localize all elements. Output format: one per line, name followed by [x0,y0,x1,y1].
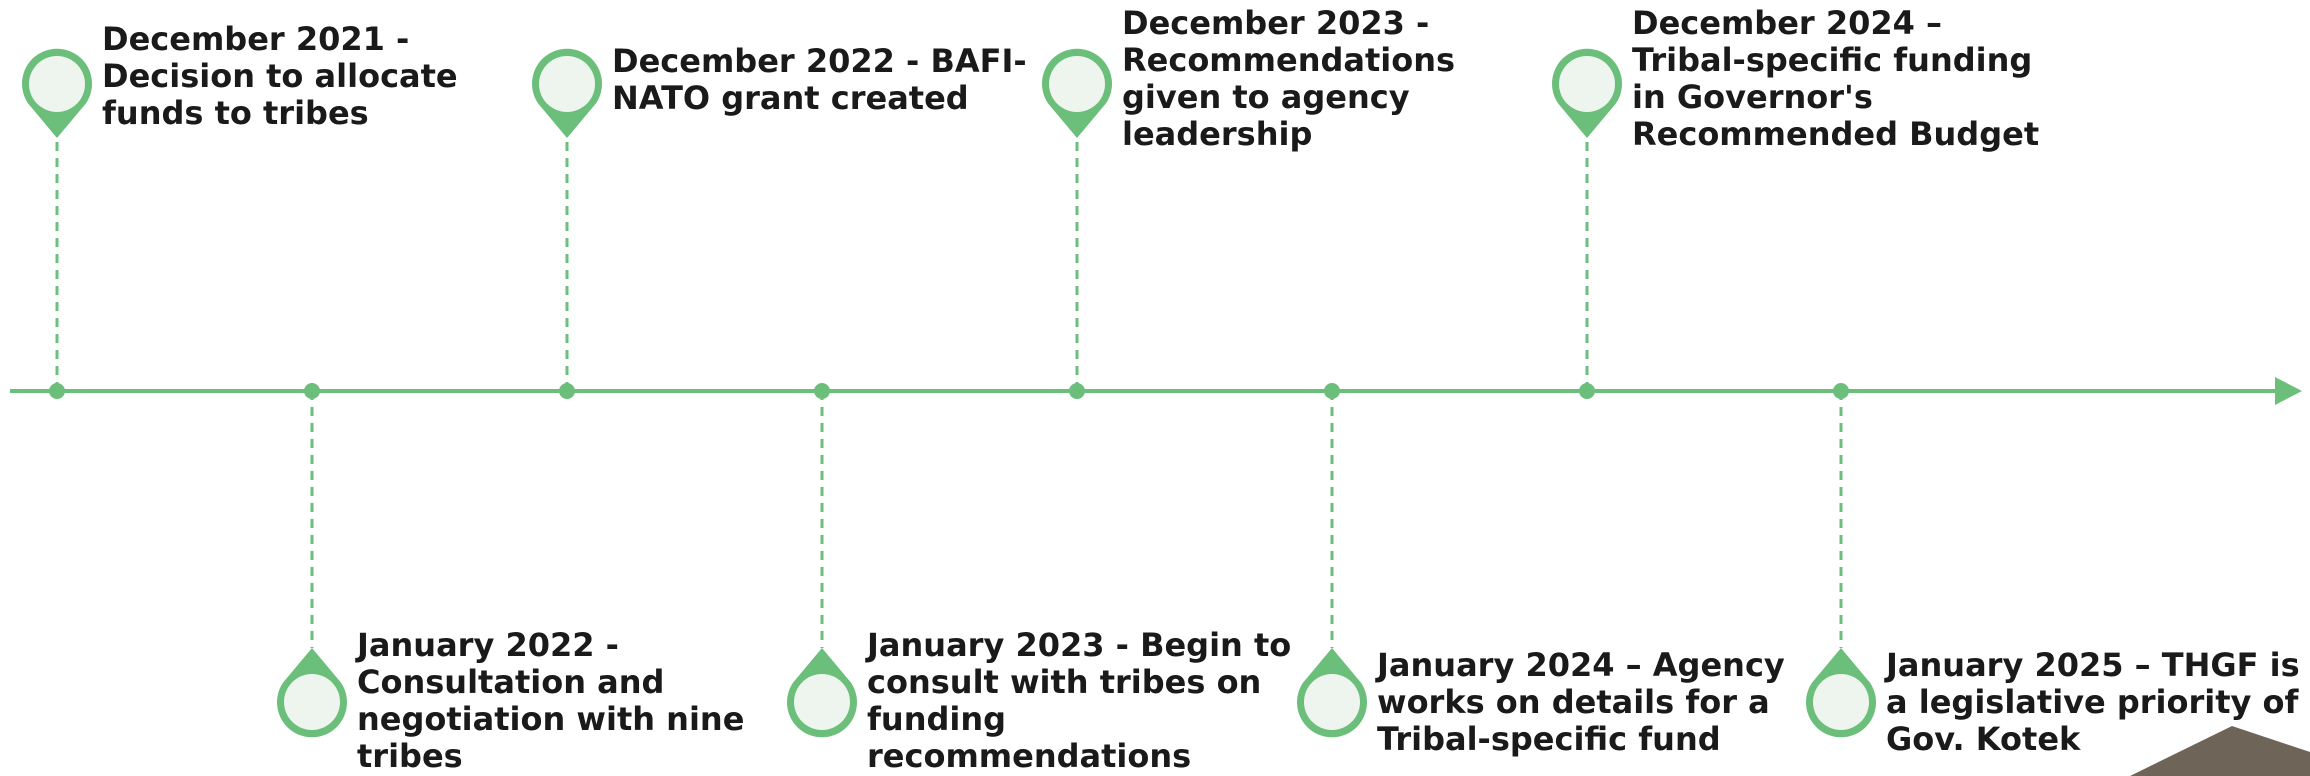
pin-center [794,674,850,730]
pin-center [539,56,595,112]
arrow-head-icon [2275,377,2302,405]
event-label-1: December 2021 - Decision to allocate fun… [102,20,458,132]
event-label-4: January 2023 - Begin to consult with tri… [867,626,1292,775]
event-label-3: December 2022 - BAFI- NATO grant created [612,42,1027,117]
event-label-5: December 2023 - Recommendations given to… [1122,4,1456,153]
event-label-2: January 2022 - Consultation and negotiat… [357,626,745,775]
timeline-dot [1069,383,1085,399]
event-label-7: December 2024 – Tribal-specific funding … [1632,4,2040,153]
timeline-dot [1324,383,1340,399]
timeline-dot [49,383,65,399]
event-label-6: January 2024 – Agency works on details f… [1377,646,1785,758]
timeline-dot [1833,383,1849,399]
event-label-8: January 2025 – THGF is a legislative pri… [1886,646,2300,758]
pin-center [1559,56,1615,112]
timeline-dot [1579,383,1595,399]
pin-center [1813,674,1869,730]
timeline-dot [304,383,320,399]
pin-center [29,56,85,112]
corner-roof-shape [2130,726,2310,776]
pin-center [1049,56,1105,112]
timeline-dot [559,383,575,399]
timeline-dot [814,383,830,399]
pin-center [284,674,340,730]
pin-center [1304,674,1360,730]
